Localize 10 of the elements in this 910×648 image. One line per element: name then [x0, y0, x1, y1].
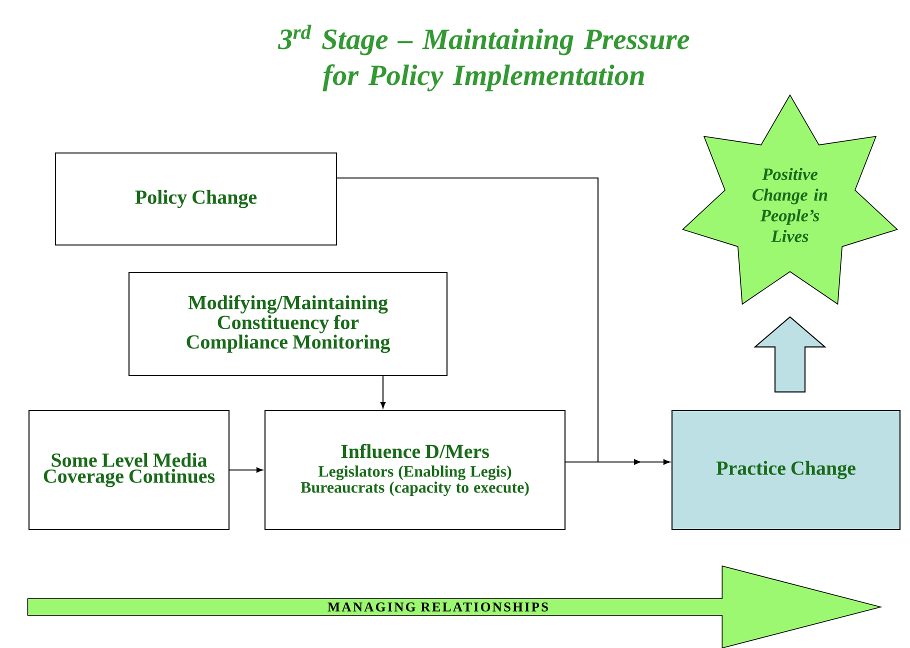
process-box: Some Level Media Coverage Continues — [28, 410, 230, 530]
connector-arrow — [380, 376, 386, 408]
connector-arrow — [566, 459, 670, 465]
title: 3$^{rd}$ Stage – Maintaining Pressure for Policy Implementation — [278, 24, 690, 92]
connector-arrow — [230, 467, 263, 473]
process-box: Policy Change — [54, 152, 338, 246]
process-box: Modifying/Maintaining Constituency for Compliance Monitoring — [128, 272, 448, 376]
process-box: Practice Change — [671, 410, 901, 530]
block-arrow — [754, 316, 826, 392]
process-box: Influence D/Mers Legislators (Enabling Legis) Bureaucrats (capacity to execute) — [264, 410, 566, 530]
